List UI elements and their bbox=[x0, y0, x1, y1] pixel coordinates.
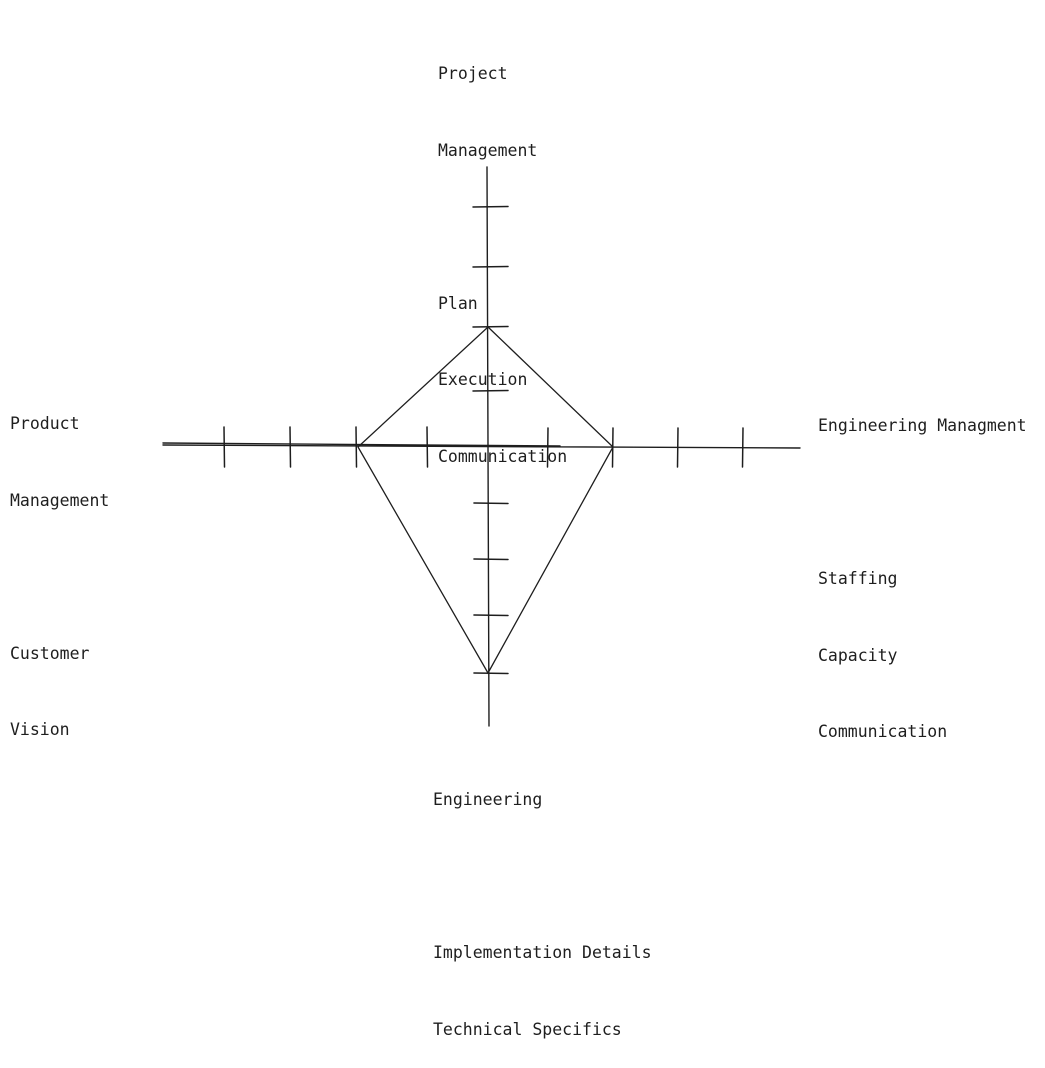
tick-left-1 bbox=[426, 426, 429, 468]
tick-left-4 bbox=[223, 426, 226, 468]
tick-bottom-4 bbox=[473, 672, 509, 675]
tick-right-3 bbox=[676, 427, 679, 468]
tick-right-1 bbox=[546, 427, 549, 468]
left-title-1: Product bbox=[10, 414, 80, 433]
radar-diagram bbox=[162, 166, 801, 727]
right-item-2: Capacity bbox=[818, 645, 898, 665]
label-top: Project Management Plan Execution Commun… bbox=[438, 10, 567, 495]
tick-bottom-3 bbox=[473, 614, 509, 617]
tick-left-3 bbox=[289, 426, 292, 468]
tick-bottom-1 bbox=[473, 502, 509, 505]
right-title-1: Engineering Managment bbox=[818, 416, 1027, 435]
bottom-title-1: Engineering bbox=[433, 790, 543, 809]
right-item-1: Staffing bbox=[818, 569, 898, 588]
label-bottom: Engineering Implementation Details Techn… bbox=[433, 736, 652, 1068]
left-item-2: Vision bbox=[10, 720, 70, 739]
bottom-item-2: Technical Specifics bbox=[433, 1019, 622, 1039]
top-item-2: Execution bbox=[438, 370, 528, 389]
right-item-3: Communication bbox=[818, 722, 948, 741]
label-right: Engineering Managment Staffing Capacity … bbox=[818, 362, 1027, 770]
top-title-2: Management bbox=[438, 140, 538, 160]
top-title-1: Project bbox=[438, 64, 508, 83]
tick-bottom-2 bbox=[473, 558, 509, 561]
label-left: Product Management Customer Vision bbox=[10, 360, 109, 768]
top-item-1: Plan bbox=[438, 293, 478, 313]
left-item-1: Customer bbox=[10, 643, 90, 663]
profile-polygon bbox=[357, 326, 614, 675]
tick-left-2 bbox=[355, 426, 358, 468]
tick-top-1 bbox=[472, 389, 509, 392]
top-item-3: Communication bbox=[438, 446, 568, 466]
left-title-2: Management bbox=[10, 490, 110, 510]
bottom-item-1: Implementation Details bbox=[433, 943, 652, 962]
tick-top-2 bbox=[472, 325, 509, 328]
tick-top-4 bbox=[472, 205, 509, 208]
tick-top-3 bbox=[472, 265, 509, 268]
tick-right-4 bbox=[741, 427, 744, 468]
